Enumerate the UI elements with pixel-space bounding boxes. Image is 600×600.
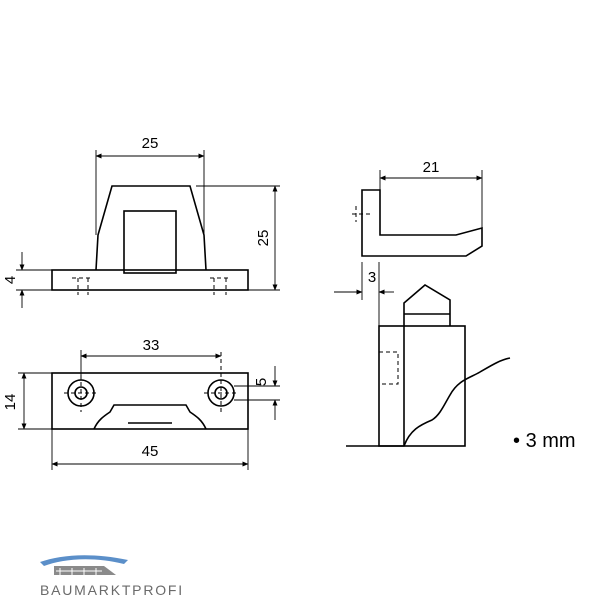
dim-top-width: 25 [142,135,159,152]
front-view: 25 25 4 [2,135,280,308]
plan-view: 33 14 5 45 [2,337,280,470]
dim-base-thickness: 4 [2,276,19,284]
dim-side-length: 21 [423,159,440,176]
bullet: • [513,430,521,452]
side-view: 21 [352,159,483,257]
dim-plate-depth: 14 [2,394,19,411]
note-text: 3 mm [525,430,576,452]
dim-height: 25 [255,230,272,247]
roof-icon [40,555,128,575]
dim-hole-diameter: 5 [253,378,270,386]
mounted-view: 3 [334,262,511,447]
dim-plate-length: 45 [142,443,159,460]
dim-hole-spacing: 33 [143,337,160,354]
brand-name: BAUMARKTPROFI [40,582,184,598]
material-thickness-note: • 3 mm [513,430,576,453]
dim-offset: 3 [368,269,376,286]
